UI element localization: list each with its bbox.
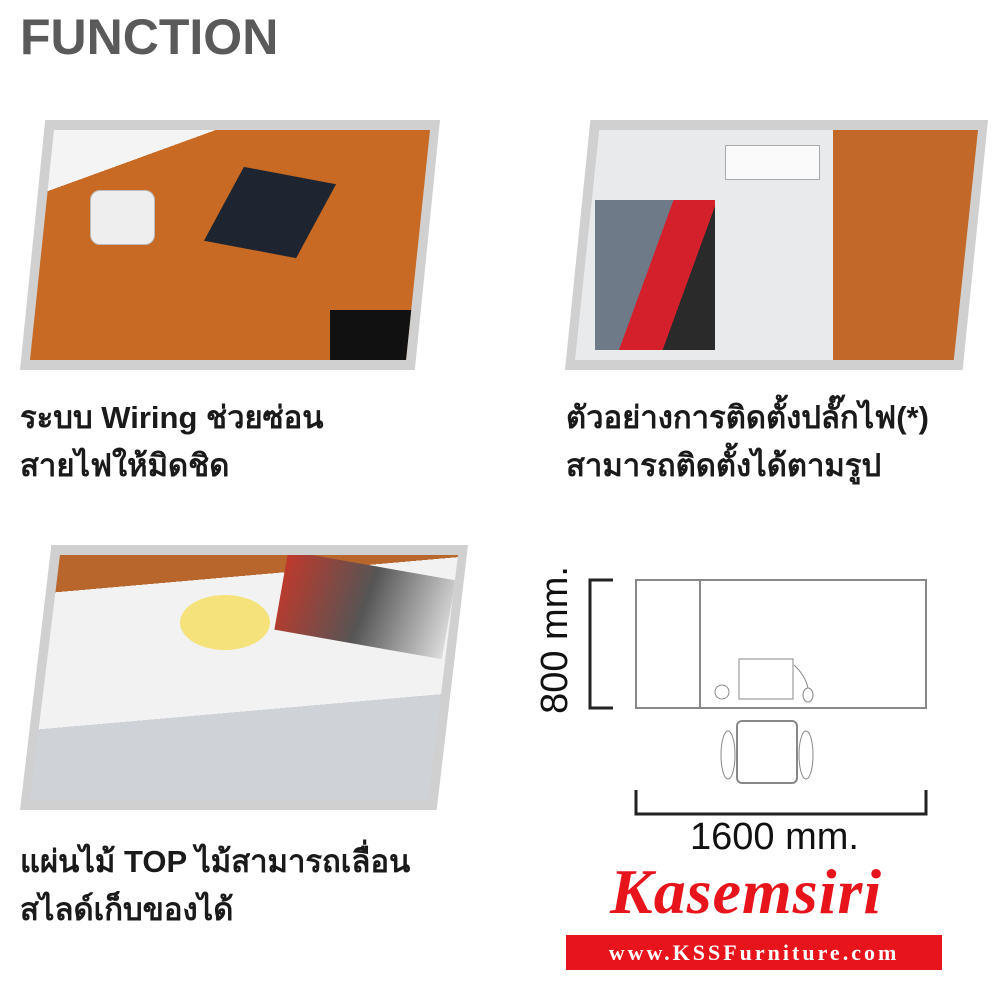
chair-icon — [736, 720, 798, 784]
mouse-icon — [802, 687, 814, 703]
caption-line: สายไฟให้มิดชิด — [20, 448, 230, 483]
chair-arm-left — [720, 730, 736, 780]
caption-line: สไลด์เก็บของได้ — [20, 892, 234, 927]
chair-arm-right — [798, 730, 814, 780]
caption-line: แผ่นไม้ TOP ไม้สามารถเลื่อน — [20, 844, 411, 879]
caption-line: สามารถติดตั้งได้ตามรูป — [566, 448, 882, 483]
magazine-image — [595, 200, 715, 350]
phone-image — [90, 190, 155, 245]
cup-icon — [714, 684, 730, 700]
caption-wiring: ระบบ Wiring ช่วยซ่อน สายไฟให้มิดชิด — [20, 394, 324, 490]
chair-image — [330, 310, 420, 360]
monitor-icon — [738, 658, 794, 700]
page-title: FUNCTION — [20, 9, 279, 65]
laptop-image — [203, 166, 337, 259]
caption-line: ระบบ Wiring ช่วยซ่อน — [20, 400, 324, 435]
mouse-cable — [793, 664, 809, 689]
desk-plan-diagram — [588, 578, 928, 816]
caption-line: ตัวอย่างการติดตั้งปลั๊กไฟ(*) — [566, 400, 929, 435]
outlet-image — [725, 145, 820, 180]
caption-outlet: ตัวอย่างการติดตั้งปลั๊กไฟ(*) สามารถติดตั… — [566, 394, 929, 490]
cup-image — [180, 595, 270, 650]
feature-photo-sliding — [30, 555, 458, 800]
feature-photo-outlet — [575, 130, 978, 360]
feature-photo-wiring — [30, 130, 430, 360]
kasemsiri-logo: Kasemsiri — [610, 856, 883, 927]
width-label: 1600 mm. — [690, 816, 859, 858]
magazine-image — [274, 555, 456, 660]
caption-sliding: แผ่นไม้ TOP ไม้สามารถเลื่อน สไลด์เก็บของ… — [20, 838, 410, 934]
width-bracket — [634, 790, 928, 816]
depth-label: 800 mm. — [534, 566, 576, 714]
desk-outline — [635, 579, 927, 709]
website-url: www.KSSFurniture.com — [608, 939, 900, 965]
website-banner: www.KSSFurniture.com — [566, 935, 942, 970]
depth-bracket — [588, 578, 613, 710]
